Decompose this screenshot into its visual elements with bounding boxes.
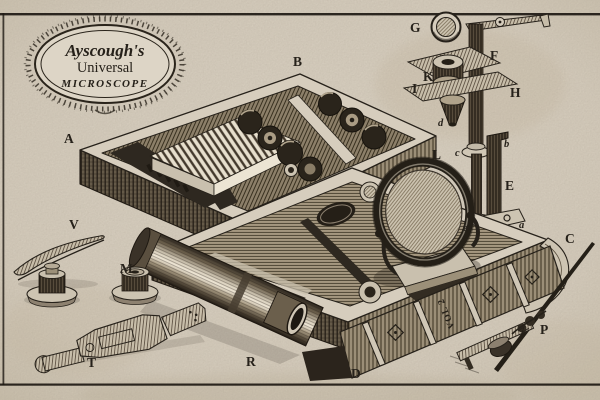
part-label-R: R xyxy=(246,354,256,369)
part-label-T: T xyxy=(87,355,96,370)
hinge-screw-ring xyxy=(284,163,298,177)
part-label-B: B xyxy=(293,54,302,69)
part-label-I: I xyxy=(412,81,417,96)
cartouche-ellipse xyxy=(34,24,176,104)
arm-end-hook xyxy=(539,13,551,28)
part-label-d-small: d xyxy=(438,118,444,129)
keyhole-slot xyxy=(300,218,382,304)
lens-ring-highlight xyxy=(378,163,469,261)
cartouche-title-line1: Ayscough's xyxy=(64,41,144,60)
forceps-clamp xyxy=(511,310,547,335)
part-label-C: C xyxy=(565,231,575,246)
plate-frame xyxy=(0,13,600,386)
cartouche-tail-flourish xyxy=(94,109,116,115)
pillar-collar-ring xyxy=(466,142,486,151)
frame-top-rule xyxy=(0,13,600,16)
objective-cone-d xyxy=(439,94,466,127)
part-label-E: E xyxy=(505,178,514,193)
book-case: VOL 2 xyxy=(302,237,570,381)
part-label-e-small: e xyxy=(463,223,468,234)
reflector-lens-l xyxy=(372,156,481,302)
part-label-K: K xyxy=(423,69,434,84)
part-label-F: F xyxy=(490,48,498,63)
part-label-P: P xyxy=(540,322,548,337)
part-label-H: H xyxy=(510,85,521,100)
oval-aperture xyxy=(316,201,356,227)
barrel-cap xyxy=(128,227,151,267)
barrel-bore xyxy=(290,307,304,331)
book-corner-shadow xyxy=(302,346,352,381)
lens-outer-line xyxy=(372,156,476,268)
lower-stage-plate xyxy=(402,71,519,102)
spine-ornaments xyxy=(386,269,540,342)
part-label-a-small: a xyxy=(519,220,524,231)
frame-bottom-rule xyxy=(0,383,600,386)
cartouche-outer-flourish xyxy=(23,14,187,114)
tray-slot-ridge xyxy=(208,252,312,295)
arm-pivot-dot xyxy=(498,20,502,24)
lens-pivot-right xyxy=(466,211,475,220)
part-label-M: M xyxy=(120,261,133,276)
cartouche-title-line2: Universal xyxy=(77,60,133,76)
part-label-L: L xyxy=(432,147,441,162)
turned-box-m xyxy=(109,266,161,305)
part-label-D: D xyxy=(351,366,361,381)
cartouche-inner-line xyxy=(40,30,170,98)
part-label-A: A xyxy=(64,131,74,146)
cartouche-title-line3: MICROSCOPE xyxy=(60,78,148,90)
stage-forceps-p xyxy=(449,242,595,374)
forceps-drum-top xyxy=(487,336,510,350)
microscope-body xyxy=(402,11,551,230)
title-cartouche: Ayscough's Universal MICROSCOPE xyxy=(23,14,187,115)
part-label-G: G xyxy=(410,20,421,35)
slider-t xyxy=(34,302,207,374)
lens-glass xyxy=(385,169,463,255)
part-label-V: V xyxy=(69,217,79,232)
part-labels: A B C D E F G H I K L M P R T V a b c d … xyxy=(64,20,575,381)
forceps-foot xyxy=(464,357,474,371)
cartouche-scallop-border xyxy=(25,16,185,112)
barrel-mid-ring xyxy=(227,272,253,314)
lens-pivot-left xyxy=(375,229,384,238)
part-label-b-small: b xyxy=(504,139,509,150)
lid-divider-strip xyxy=(287,94,357,165)
eyepiece-lens-g xyxy=(430,11,462,43)
lens-base-wedge xyxy=(407,273,478,302)
spine-bands xyxy=(361,262,530,367)
turned-box xyxy=(24,262,80,308)
lens-pots xyxy=(237,92,387,182)
frame-left-rule xyxy=(2,13,5,385)
lens-ring xyxy=(373,157,475,267)
part-label-c-small: c xyxy=(455,148,460,159)
needle-point xyxy=(494,242,595,372)
